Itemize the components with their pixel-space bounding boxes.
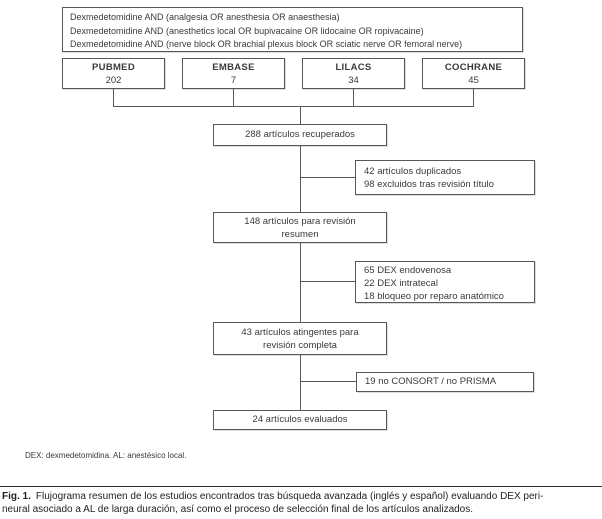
full-review-line-1: 43 artículos atingentes para — [241, 327, 359, 338]
abstract-review-box: 148 artículos para revisión resumen — [213, 212, 387, 243]
search-strategy-line-1: Dexmedetomidine AND (analgesia OR anesth… — [70, 12, 340, 22]
figure-caption: Fig. 1. Flujograma resumen de los estudio… — [2, 490, 602, 516]
database-name: EMBASE — [212, 62, 255, 73]
db-stub-embase — [233, 89, 234, 106]
excluded-abstract-line-1: 65 DEX endovenosa — [364, 265, 452, 276]
branch-line-3 — [300, 381, 356, 382]
merge-drop-line — [300, 106, 301, 124]
excluded-title-box: 42 artículos duplicados 98 excluidos tra… — [355, 160, 535, 195]
abstract-review-line-2: resumen — [281, 228, 319, 240]
search-strategy-box: Dexmedetomidine AND (analgesia OR anesth… — [62, 7, 523, 52]
database-box-cochrane: COCHRANE 45 — [422, 58, 525, 89]
caption-divider — [0, 486, 602, 487]
full-review-line-2: revisión completa — [263, 339, 337, 351]
database-box-lilacs: LILACS 34 — [302, 58, 405, 89]
figure-caption-text-2: neural asociado a AL de larga duración, … — [2, 504, 474, 515]
db-stub-cochrane — [473, 89, 474, 106]
excluded-title-line-2: 98 excluidos tras revisión título — [364, 179, 494, 190]
database-name: COCHRANE — [444, 62, 503, 73]
database-name: LILACS — [335, 62, 372, 73]
excluded-title-line-1: 42 artículos duplicados — [364, 166, 462, 177]
db-stub-lilacs — [353, 89, 354, 106]
excluded-reporting-box: 19 no CONSORT / no PRISMA — [356, 372, 534, 392]
database-box-embase: EMBASE 7 — [182, 58, 285, 89]
excluded-abstract-line-2: 22 DEX intratecal — [364, 278, 438, 289]
db-merge-line — [113, 106, 474, 107]
database-box-pubmed: PUBMED 202 — [62, 58, 165, 89]
database-count: 45 — [468, 74, 479, 86]
full-review-box: 43 artículos atingentes para revisión co… — [213, 322, 387, 355]
figure-caption-line-1: Fig. 1. Flujograma resumen de los estudio… — [2, 490, 602, 503]
retrieved-box: 288 artículos recuperados — [213, 124, 387, 146]
database-name: PUBMED — [92, 62, 135, 73]
database-count: 34 — [348, 74, 359, 86]
search-strategy-line-2: Dexmedetomidine AND (anesthetics local O… — [70, 25, 424, 36]
flow-line-1 — [300, 146, 301, 212]
db-stub-pubmed — [113, 89, 114, 106]
figure-caption-text-1: Flujograma resumen de los estudios encon… — [35, 491, 544, 502]
search-strategy-line-3: Dexmedetomidine AND (nerve block OR brac… — [70, 39, 463, 50]
abstract-review-line-1: 148 artículos para revisión — [244, 216, 356, 227]
figure-caption-label: Fig. 1. — [2, 491, 31, 502]
branch-line-2 — [300, 281, 355, 282]
excluded-abstract-box: 65 DEX endovenosa 22 DEX intratecal 18 b… — [355, 261, 535, 303]
excluded-abstract-line-3: 18 bloqueo por reparo anatómico — [364, 291, 504, 302]
database-count: 202 — [105, 74, 122, 86]
flow-line-3 — [300, 355, 301, 410]
flow-line-2 — [300, 243, 301, 322]
branch-line-1 — [300, 177, 355, 178]
evaluated-box: 24 artículos evaluados — [213, 410, 387, 430]
abbreviations-footnote: DEX: dexmedetomidina. AL: anestésico loc… — [25, 451, 187, 460]
database-count: 7 — [230, 74, 237, 86]
